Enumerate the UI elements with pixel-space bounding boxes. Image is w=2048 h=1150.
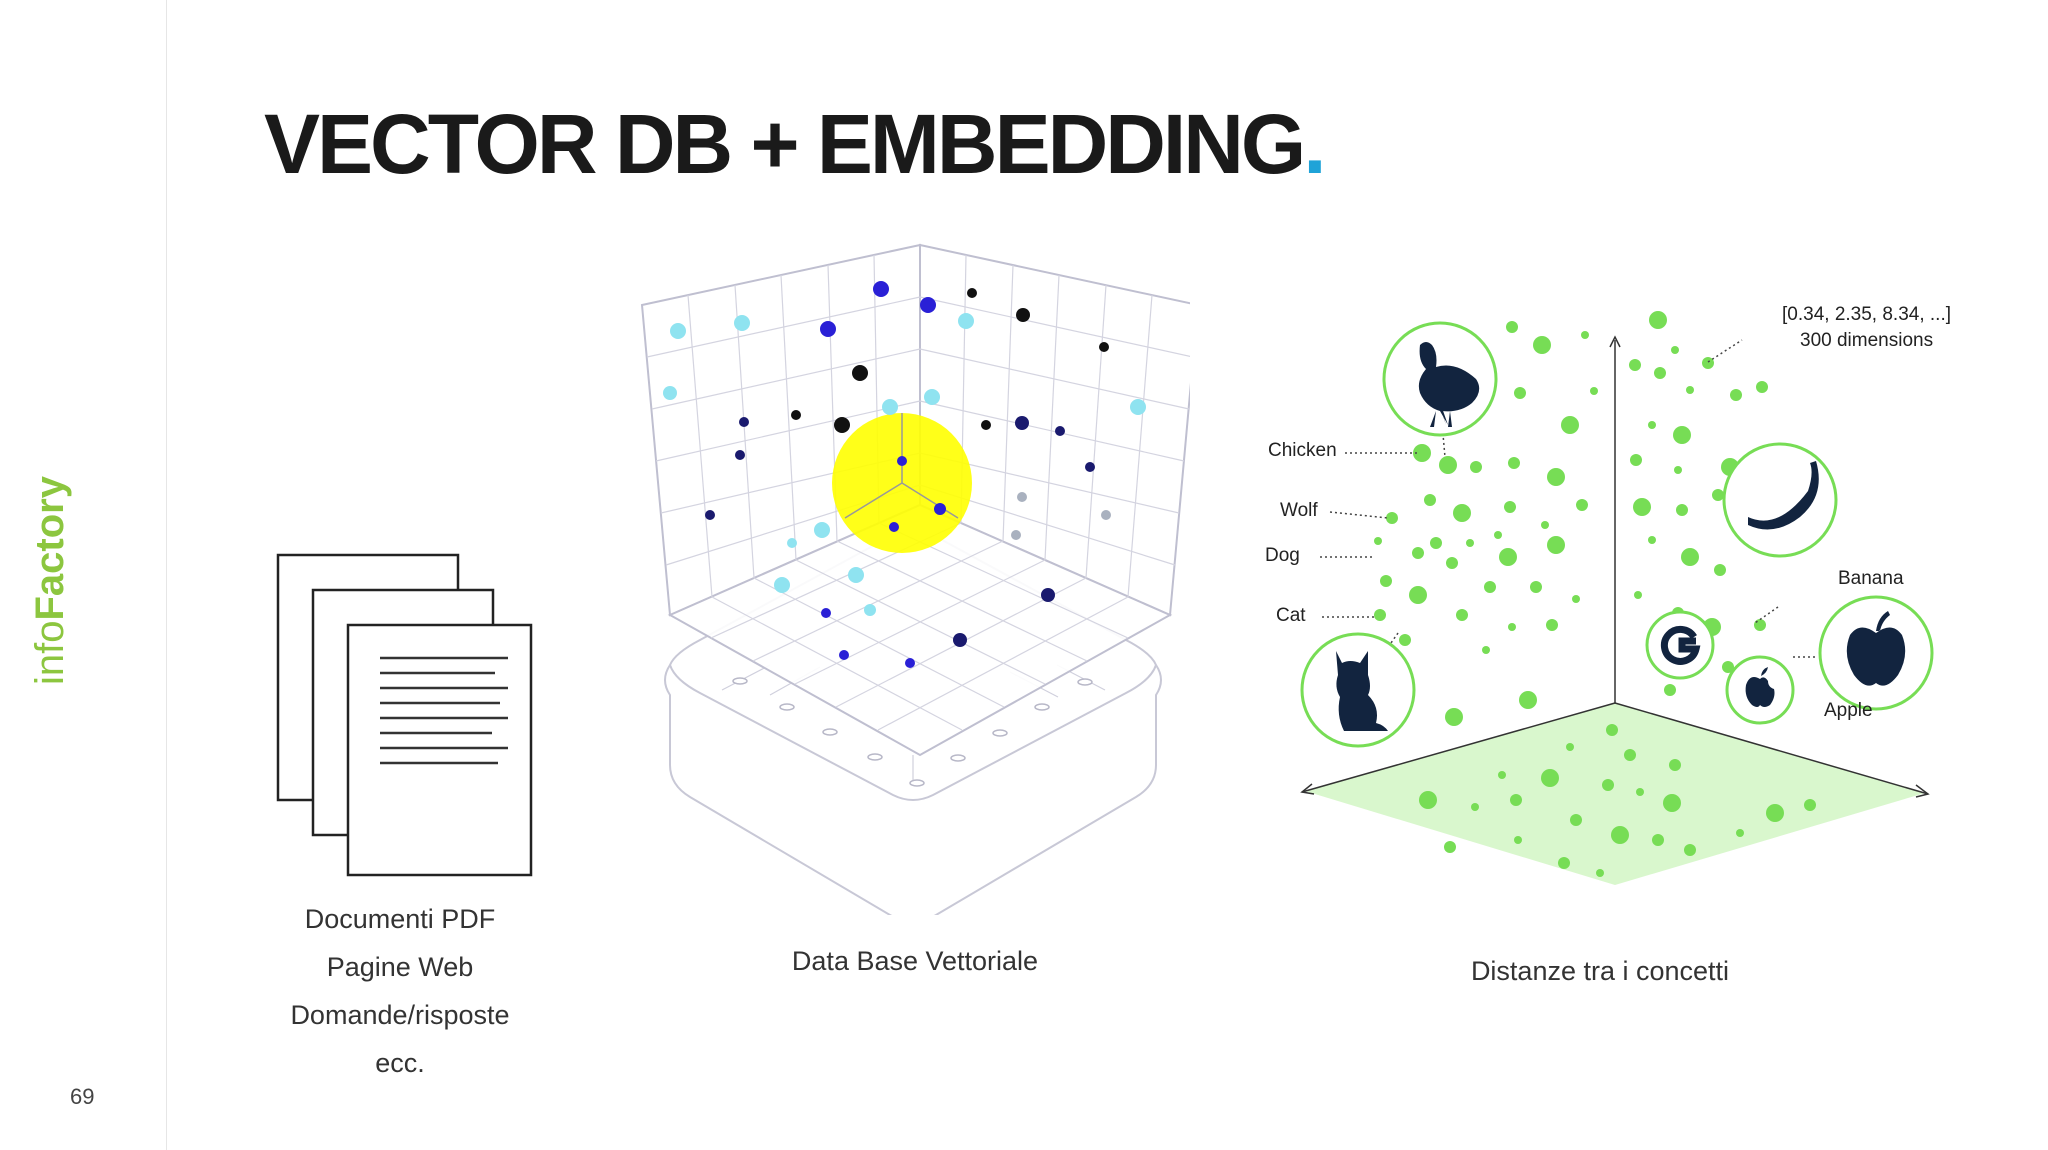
label-chicken: Chicken	[1268, 440, 1337, 461]
database-caption: Data Base Vettoriale	[791, 946, 1039, 976]
label-banana: Banana	[1838, 568, 1904, 589]
banana-icon	[1748, 461, 1819, 530]
apple-logo-icon	[1745, 667, 1775, 707]
vector-label: [0.34, 2.35, 8.34, ...]	[1782, 304, 1952, 325]
page-title: VECTOR DB + EMBEDDING.	[264, 96, 1327, 193]
concepts-caption: Distanze tra i concetti	[1470, 956, 1730, 986]
label-cat: Cat	[1276, 605, 1306, 626]
label-dog: Dog	[1265, 545, 1300, 566]
sidebar: infoFactory 69	[0, 0, 167, 1150]
chicken-icon	[1418, 342, 1480, 425]
apple-fruit-icon	[1846, 611, 1906, 686]
label-wolf: Wolf	[1280, 500, 1318, 521]
title-dot: .	[1303, 97, 1326, 191]
doc-type-etc: ecc.	[375, 1048, 425, 1078]
title-text: VECTOR DB + EMBEDDING	[264, 97, 1306, 191]
documents-caption: Documenti PDF Pagine Web Domande/rispost…	[250, 895, 550, 1087]
cat-icon	[1336, 651, 1388, 731]
documents-stack-icon	[276, 553, 533, 877]
embedding-space-diagram	[1300, 311, 1934, 885]
label-apple: Apple	[1824, 700, 1873, 721]
banana-icon-circle	[1722, 442, 1838, 558]
vector-database-cube-icon	[640, 243, 1190, 915]
brand-logo: infoFactory	[28, 476, 72, 685]
doc-type-qa: Domande/risposte	[290, 1000, 510, 1030]
dimensions-label: 300 dimensions	[1800, 330, 1934, 351]
page-number: 69	[70, 1084, 95, 1109]
doc-type-pdf: Documenti PDF	[304, 904, 496, 934]
google-logo-icon	[1660, 625, 1701, 665]
doc-type-web: Pagine Web	[326, 952, 474, 982]
